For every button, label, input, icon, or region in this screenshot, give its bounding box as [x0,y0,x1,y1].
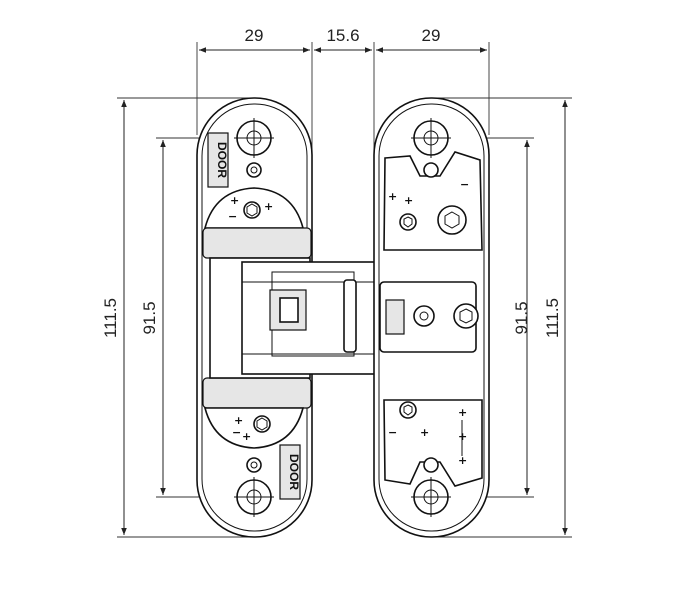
svg-text:+: + [388,190,397,203]
svg-text:+: + [264,200,273,213]
svg-text:+: + [242,430,251,443]
svg-text:+: + [458,430,467,443]
dim-label-left-inner: 91.5 [140,301,159,334]
svg-text:+: + [458,406,467,419]
svg-text:−: − [232,426,241,439]
dim-label-left-outer: 111.5 [101,298,120,338]
svg-text:−: − [228,210,237,223]
brand-label-lower: DOOR [287,454,301,490]
svg-text:−: − [388,426,397,439]
dim-label-right-width: 29 [422,26,441,45]
dim-label-right-inner: 91.5 [512,301,531,334]
adjust-screw-mid-right [413,305,435,327]
brand-label-upper: DOOR [215,142,229,178]
svg-text:+: + [420,426,429,439]
dim-label-gap-width: 15.6 [326,26,359,45]
right-hinge-plate: + + − − + + + + [373,97,490,538]
dim-label-left-width: 29 [245,26,264,45]
svg-text:+: + [404,194,413,207]
svg-text:+: + [230,194,239,207]
svg-text:+: + [458,454,467,467]
svg-text:+: + [234,414,243,427]
adjust-screw-lower-right [399,401,417,419]
svg-text:−: − [460,178,469,191]
adjust-screw-upper-right [437,205,467,235]
dim-label-right-outer: 111.5 [543,298,562,338]
top-dimensions: 29 15.6 29 [196,26,490,262]
left-dimensions: 111.5 91.5 [101,97,260,538]
